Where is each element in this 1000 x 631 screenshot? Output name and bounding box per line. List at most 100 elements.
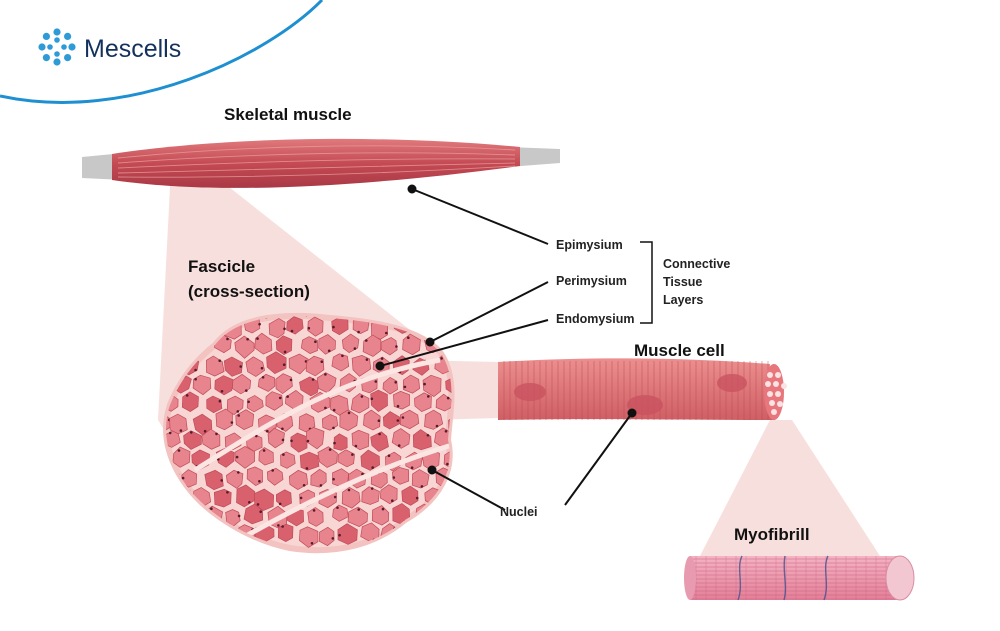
muscle-fiber (166, 430, 181, 448)
nucleus-dot (185, 394, 189, 397)
muscle-fiber (339, 409, 359, 431)
muscle-fiber (422, 374, 442, 398)
muscle-fiber (265, 391, 283, 411)
nucleus-dot (281, 438, 285, 442)
nucleus-dot (440, 357, 443, 360)
muscle-fiber (379, 484, 398, 505)
nucleus-dot (332, 408, 336, 412)
muscle-fiber (370, 389, 388, 412)
muscle-fiber (305, 427, 325, 450)
muscle-fiber (454, 506, 472, 525)
muscle-fiber (280, 451, 296, 469)
nucleus-dot (365, 339, 368, 342)
skeletal-muscle-illustration (82, 138, 560, 188)
nucleus-dot (357, 330, 360, 334)
nucleus-dot (446, 396, 450, 400)
muscle-fiber (402, 333, 421, 356)
nucleus-dot (332, 477, 335, 481)
nucleus-dot (437, 532, 440, 535)
label-fascicle: Fascicle (188, 257, 255, 276)
muscle-fiber (166, 528, 168, 546)
nucleus-dot (314, 340, 317, 344)
muscle-fiber (333, 433, 348, 451)
muscle-fiber (445, 376, 452, 395)
muscle-fiber (166, 448, 169, 470)
nucleus-dot (163, 541, 166, 544)
myofibril-end-dot (767, 372, 773, 378)
nucleus-dot (472, 324, 475, 327)
label-cross-section: (cross-section) (188, 282, 310, 301)
nucleus-dot (361, 472, 364, 476)
muscle-fiber (254, 332, 273, 355)
label-perimysium: Perimysium (556, 274, 627, 288)
muscle-fiber (213, 488, 232, 508)
nucleus-dot (415, 496, 419, 500)
muscle-fiber (298, 315, 314, 317)
muscle-fiber (245, 356, 265, 377)
muscle-fiber (445, 298, 461, 315)
nucleus-dot (177, 449, 181, 452)
nucleus-dot (347, 411, 351, 415)
muscle-fiber (275, 335, 293, 356)
nucleus-dot (400, 317, 403, 321)
muscle-fiber (226, 469, 244, 489)
nucleus-dot (454, 355, 457, 358)
nucleus-dot (218, 359, 221, 363)
muscle-fiber (443, 488, 452, 510)
nucleus-dot (283, 327, 286, 331)
nucleus-dot (245, 389, 248, 392)
nucleus-dot (365, 358, 369, 361)
muscle-fiber (232, 373, 252, 395)
nucleus-dot (239, 365, 242, 368)
nucleus-dot (371, 466, 375, 469)
muscle-fiber (172, 446, 191, 468)
connective-layers-bracket (640, 241, 653, 324)
muscle-fiber (393, 390, 410, 410)
nucleus-dot (166, 514, 169, 518)
nucleus-dot (447, 309, 450, 312)
nucleus-dot (331, 537, 335, 540)
muscle-fiber (402, 526, 420, 546)
nucleus-dot (450, 540, 452, 543)
nucleus-dot (370, 397, 374, 401)
myofibril-end-dot (773, 381, 779, 387)
nucleus-dot (290, 329, 294, 333)
nucleus-dot (427, 395, 430, 398)
nucleus-dot (312, 509, 316, 512)
muscle-fiber (433, 506, 452, 527)
nucleus-dot (401, 416, 405, 419)
nucleus-dot (380, 357, 384, 360)
muscle-fiber (192, 413, 213, 436)
nucleus-dot (426, 434, 430, 437)
muscle-fiber (299, 526, 319, 548)
nucleus-dot (220, 390, 224, 393)
nucleus-dot (302, 484, 306, 487)
label-muscle-cell: Muscle cell (634, 341, 725, 360)
label-myofibrill: Myofibrill (734, 525, 810, 544)
brand-name: Mescells (84, 35, 181, 63)
muscle-fiber (206, 395, 223, 414)
muscle-fiber (337, 523, 358, 545)
nucleus-dot (438, 522, 441, 525)
muscle-fiber (402, 374, 421, 394)
muscle-fiber (307, 507, 324, 527)
nucleus-dot (370, 487, 374, 490)
brand-logo: Mescells (38, 28, 181, 66)
myofibril-end-dot (767, 391, 773, 397)
label-connective: Connective (663, 257, 730, 271)
nucleus-dot (381, 507, 385, 511)
nucleus-dot (306, 439, 310, 443)
nucleus-dot (258, 480, 261, 483)
nucleus-dot (237, 471, 240, 474)
muscle-fiber (181, 469, 198, 488)
nucleus-dot (181, 476, 185, 480)
nucleus-dot (398, 308, 401, 311)
muscle-fiber (223, 356, 243, 377)
nucleus-dot (327, 349, 331, 353)
nucleus-dot (446, 462, 449, 466)
nucleus-dot (226, 491, 229, 494)
nucleus-dot (351, 453, 354, 456)
muscle-fiber (445, 526, 452, 544)
nucleus-dot (281, 427, 284, 431)
nucleus-dot (246, 337, 249, 341)
